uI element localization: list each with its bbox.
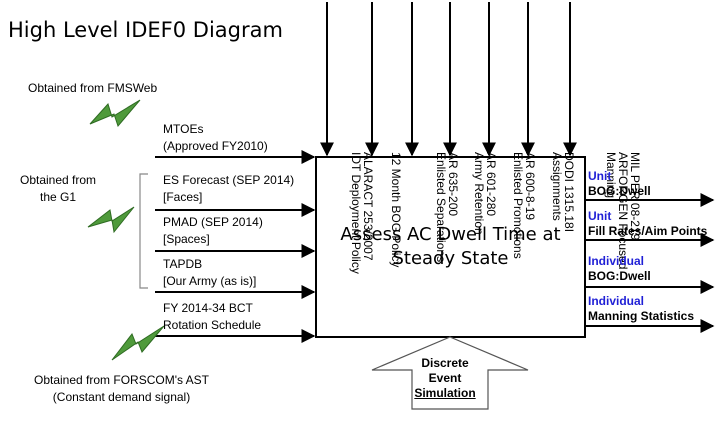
- output-individual-bog-dwell: Individual BOG:Dwell: [588, 254, 651, 284]
- control-label-ar635: AR 635-200 Enlisted Separations: [434, 2, 460, 262]
- annotation-forscom-line2: (Constant demand signal): [52, 390, 191, 404]
- output-unit-bog-dwell: Unit BOG:Dwell: [588, 169, 651, 199]
- mechanism-label-line3: Simulation: [414, 386, 476, 400]
- lightning-bolt-forscom-icon: [111, 325, 165, 361]
- input-label-line1: TAPDB: [163, 257, 203, 271]
- mechanism-label: Discrete Event Simulation: [372, 356, 518, 401]
- process-box: [315, 156, 586, 338]
- input-label-line2: [Our Army (as is)]: [163, 274, 257, 288]
- input-label-tapdb: TAPDB [Our Army (as is)]: [163, 256, 256, 290]
- output-metric: BOG:Dwell: [588, 184, 651, 198]
- input-label-line1: FY 2014-34 BCT: [163, 301, 253, 315]
- lightning-bolt-fmsweb-icon: [89, 99, 141, 128]
- input-label-line1: PMAD (SEP 2014): [163, 215, 263, 229]
- control-label-alaract: ALARACT 253/2007 IDT Deployment Policy: [349, 2, 375, 274]
- control-label-bog-policy: 12 Month BOG Policy: [389, 2, 403, 267]
- output-level: Unit: [588, 209, 612, 223]
- input-label-bct-rotation: FY 2014-34 BCT Rotation Schedule: [163, 300, 261, 334]
- lightning-bolt-g1-icon: [87, 206, 135, 234]
- annotation-g1-line2: the G1: [40, 190, 77, 204]
- input-label-line2: (Approved FY2010): [163, 139, 268, 153]
- output-level: Individual: [588, 294, 645, 308]
- annotation-forscom: Obtained from FORSCOM's AST (Constant de…: [34, 372, 209, 406]
- annotation-forscom-line1: Obtained from FORSCOM's AST: [34, 373, 210, 387]
- output-metric: Fill Rates/Aim Points: [588, 224, 708, 238]
- control-label-ar601: AR 601-280 Army Retention: [472, 2, 498, 235]
- input-label-line2: [Spaces]: [163, 232, 210, 246]
- mechanism-arrow: [371, 336, 529, 410]
- input-label-line1: MTOEs: [163, 122, 204, 136]
- annotation-g1-line1: Obtained from: [20, 173, 97, 187]
- input-label-line2: Rotation Schedule: [163, 318, 262, 332]
- process-label-line2: Steady State: [392, 247, 509, 269]
- process-label-line1: Assess AC Dwell Time at: [340, 223, 561, 245]
- mechanism-label-line1: Discrete: [421, 356, 469, 370]
- output-metric: BOG:Dwell: [588, 269, 651, 283]
- output-level: Individual: [588, 254, 645, 268]
- input-label-line2: [Faces]: [163, 190, 203, 204]
- annotation-g1: Obtained from the G1: [20, 172, 96, 206]
- input-label-mtoes: MTOEs (Approved FY2010): [163, 121, 268, 155]
- annotation-fmsweb: Obtained from FMSWeb: [28, 81, 158, 95]
- control-label-ar600: AR 600-8-19 Enlisted Promotions: [511, 2, 537, 259]
- output-level: Unit: [588, 169, 612, 183]
- input-label-line1: ES Forecast (SEP 2014): [163, 173, 295, 187]
- control-label-milper: MIL PER 08-219 ARFORGEN Focused Manning: [604, 2, 642, 269]
- input-label-pmad: PMAD (SEP 2014) [Spaces]: [163, 214, 263, 248]
- process-label: Assess AC Dwell Time at Steady State: [318, 157, 583, 336]
- output-unit-fill-rates: Unit Fill Rates/Aim Points: [588, 209, 707, 239]
- output-individual-manning: Individual Manning Statistics: [588, 294, 694, 324]
- diagram-title: High Level IDEF0 Diagram: [8, 18, 283, 42]
- input-label-es-forecast: ES Forecast (SEP 2014) [Faces]: [163, 172, 294, 206]
- control-label-dodi: DODI 1315.18I Assignments: [550, 2, 576, 232]
- output-metric: Manning Statistics: [588, 309, 695, 323]
- g1-bracket: [139, 173, 148, 289]
- mechanism-label-line2: Event: [428, 371, 462, 385]
